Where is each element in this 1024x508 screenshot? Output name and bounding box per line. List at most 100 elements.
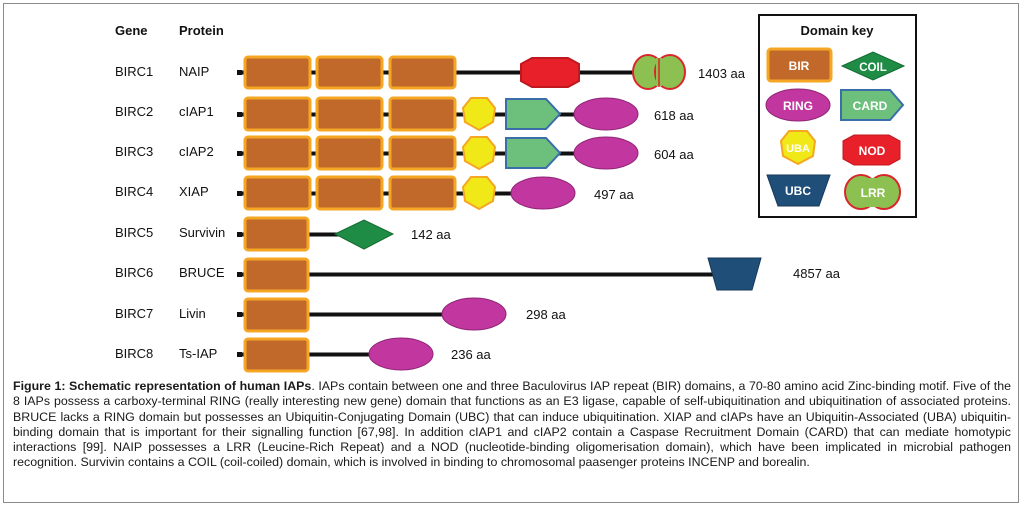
key-ubc: UBC: [766, 174, 831, 207]
bir-domain: [243, 297, 310, 333]
bir-key-label: BIR: [789, 59, 810, 73]
domain-key: Domain key BIR COIL RING CARD UBA NOD UB…: [758, 14, 917, 218]
n-terminus-marker: [237, 112, 242, 117]
key-ring: RING: [765, 88, 831, 122]
protein-label-bruce: BRUCE: [179, 265, 225, 280]
protein-row-ciap1: 618 aa: [237, 96, 695, 132]
key-card: CARD: [840, 89, 905, 121]
ring-domain: [573, 136, 639, 170]
bir-domain: [388, 55, 457, 90]
ring-domain: [510, 176, 576, 210]
lrr-key-label: LRR: [861, 186, 886, 200]
ubc-domain: [707, 257, 762, 291]
length-label: 604 aa: [654, 147, 695, 162]
bir-domain: [315, 135, 384, 171]
protein-row-livin: 298 aa: [237, 297, 567, 333]
gene-label-birc6: BIRC6: [115, 265, 153, 280]
key-uba: UBA: [779, 130, 817, 166]
gene-column-header: Gene: [115, 23, 148, 38]
protein-row-naip: 1403 aa: [237, 54, 746, 90]
length-label: 618 aa: [654, 108, 695, 123]
key-bir: BIR: [766, 47, 833, 83]
length-label: 298 aa: [526, 307, 567, 322]
n-terminus-marker: [237, 232, 242, 237]
coil-swatch: [840, 51, 906, 81]
gene-label-birc8: BIRC8: [115, 346, 153, 361]
ubc-swatch: [766, 174, 831, 207]
gene-label-birc4: BIRC4: [115, 184, 153, 199]
ring-domain: [368, 337, 434, 371]
protein-row-ciap2: 604 aa: [237, 135, 695, 171]
bir-domain: [243, 216, 310, 252]
protein-label-ciap1: cIAP1: [179, 104, 214, 119]
bir-domain: [315, 96, 384, 132]
ubc-key-label: UBC: [785, 184, 811, 198]
protein-label-xiap: XIAP: [179, 184, 209, 199]
domain-key-title: Domain key: [801, 23, 875, 38]
figure-caption: Figure 1: Schematic representation of hu…: [13, 379, 1011, 471]
bir-swatch: [766, 47, 833, 83]
key-coil: COIL: [840, 51, 906, 81]
protein-row-survivin: 142 aa: [237, 216, 452, 252]
card-domain: [505, 98, 562, 130]
coil-key-label: COIL: [859, 62, 886, 74]
n-terminus-marker: [237, 191, 242, 196]
ring-key-label: RING: [783, 99, 813, 113]
ring-domain: [441, 297, 507, 331]
uba-domain: [461, 136, 497, 171]
lrr-swatch-join: [866, 178, 879, 207]
bir-domain: [243, 96, 312, 132]
bir-domain: [243, 337, 310, 373]
nod-key-label: NOD: [859, 144, 886, 158]
uba-swatch: [779, 130, 817, 166]
n-terminus-marker: [237, 272, 242, 277]
gene-label-birc7: BIRC7: [115, 306, 153, 321]
gene-label-birc1: BIRC1: [115, 64, 153, 79]
uba-key-label: UBA: [786, 143, 810, 155]
bir-domain: [388, 135, 457, 171]
caption-title: Figure 1: Schematic representation of hu…: [13, 379, 312, 393]
protein-label-ts-iap: Ts-IAP: [179, 346, 217, 361]
protein-row-xiap: 497 aa: [237, 175, 635, 211]
bir-domain: [388, 175, 457, 211]
n-terminus-marker: [237, 352, 242, 357]
protein-row-bruce: 4857 aa: [237, 257, 841, 293]
nod-domain: [520, 57, 580, 88]
key-lrr: LRR: [844, 174, 901, 210]
bir-domain: [243, 135, 312, 171]
gene-label-birc5: BIRC5: [115, 225, 153, 240]
length-label: 236 aa: [451, 347, 492, 362]
length-label: 497 aa: [594, 187, 635, 202]
gene-label-birc3: BIRC3: [115, 144, 153, 159]
gene-label-birc2: BIRC2: [115, 104, 153, 119]
protein-label-survivin: Survivin: [179, 225, 225, 240]
ring-domain: [573, 97, 639, 131]
lrr-domain: [632, 54, 686, 90]
length-label: 142 aa: [411, 227, 452, 242]
coil-domain: [333, 219, 395, 250]
uba-domain: [461, 176, 497, 211]
uba-domain: [461, 97, 497, 132]
bir-domain: [243, 55, 312, 90]
protein-label-livin: Livin: [179, 306, 206, 321]
n-terminus-marker: [237, 70, 242, 75]
protein-column-header: Protein: [179, 23, 224, 38]
protein-label-naip: NAIP: [179, 64, 209, 79]
bir-domain: [243, 175, 312, 211]
key-nod: NOD: [842, 134, 901, 166]
card-key-label: CARD: [853, 99, 888, 113]
bir-domain: [315, 175, 384, 211]
ring-swatch: [765, 88, 831, 122]
n-terminus-marker: [237, 312, 242, 317]
card-swatch: [840, 89, 905, 121]
n-terminus-marker: [237, 151, 242, 156]
protein-row-ts-iap: 236 aa: [237, 337, 492, 373]
caption-body: . IAPs contain between one and three Bac…: [13, 379, 1011, 470]
bir-domain: [243, 257, 310, 293]
nod-swatch: [842, 134, 901, 166]
bir-domain: [315, 55, 384, 90]
length-label: 1403 aa: [698, 66, 746, 81]
length-label: 4857 aa: [793, 266, 841, 281]
protein-label-ciap2: cIAP2: [179, 144, 214, 159]
